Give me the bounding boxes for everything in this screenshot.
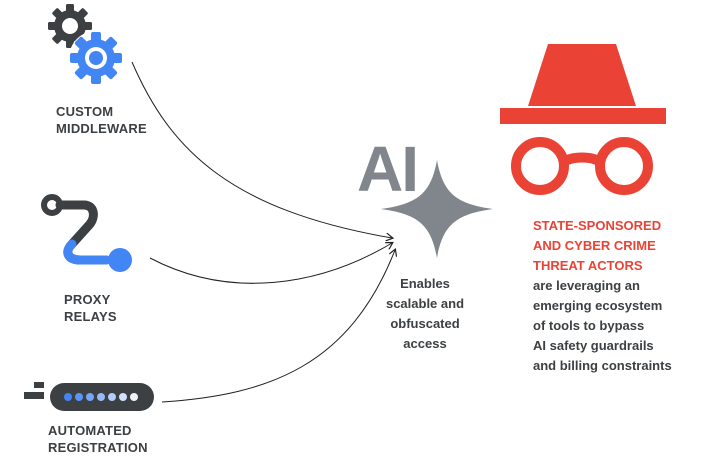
label-automated-registration: AUTOMATED REGISTRATION: [48, 423, 148, 455]
arrow-proxy: [149, 243, 392, 284]
ai-logo-text: AI: [357, 133, 419, 205]
center-description: Enables scalable and obfuscated access: [385, 276, 465, 351]
actors-body-5: and billing constraints: [533, 358, 672, 373]
actors-highlight-2: AND CYBER CRIME: [533, 238, 656, 253]
actors-body-1: are leveraging an: [533, 278, 640, 293]
actors-body-4: AI safety guardrails: [533, 338, 654, 353]
progress-bar-icon: [24, 382, 154, 411]
actors-highlight-3: THREAT ACTORS: [533, 258, 643, 273]
incognito-icon: [500, 44, 666, 195]
actors-body-3: of tools to bypass: [533, 318, 645, 333]
route-icon: [41, 194, 132, 272]
arrow-registration: [161, 250, 395, 403]
actors-body-2: emerging ecosystem: [533, 298, 663, 313]
sparkle-icon: [381, 160, 493, 258]
actors-description: STATE-SPONSORED AND CYBER CRIME THREAT A…: [533, 216, 672, 376]
gears-icon: [48, 4, 123, 84]
label-custom-middleware: CUSTOM MIDDLEWARE: [56, 104, 147, 136]
arrow-middleware: [131, 61, 392, 238]
actors-highlight-1: STATE-SPONSORED: [533, 218, 662, 233]
label-proxy-relays: PROXY RELAYS: [64, 292, 117, 324]
ai-logo: AI: [357, 134, 497, 264]
